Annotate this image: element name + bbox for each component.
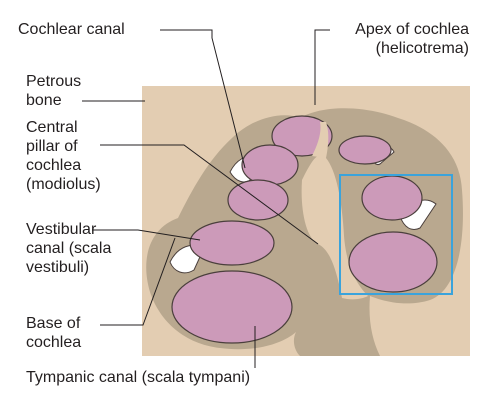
label-petrous-bone: Petrous bone [26, 72, 81, 110]
label-central-pillar: Central pillar of cochlea (modiolus) [26, 118, 101, 194]
label-cochlear-canal: Cochlear canal [18, 20, 125, 39]
right-canal-lower [349, 232, 437, 292]
tympanic-canal [172, 271, 292, 343]
right-canal-upper [362, 176, 422, 220]
label-base-of-cochlea: Base of cochlea [26, 314, 81, 352]
upper-left-canal-a [242, 145, 298, 185]
label-apex-of-cochlea: Apex of cochlea (helicotrema) [355, 20, 469, 58]
label-vestibular-canal: Vestibular canal (scala vestibuli) [26, 220, 111, 277]
apex-canal-right [339, 136, 391, 164]
vestibular-canal [190, 221, 274, 265]
label-tympanic-canal: Tympanic canal (scala tympani) [26, 368, 250, 387]
